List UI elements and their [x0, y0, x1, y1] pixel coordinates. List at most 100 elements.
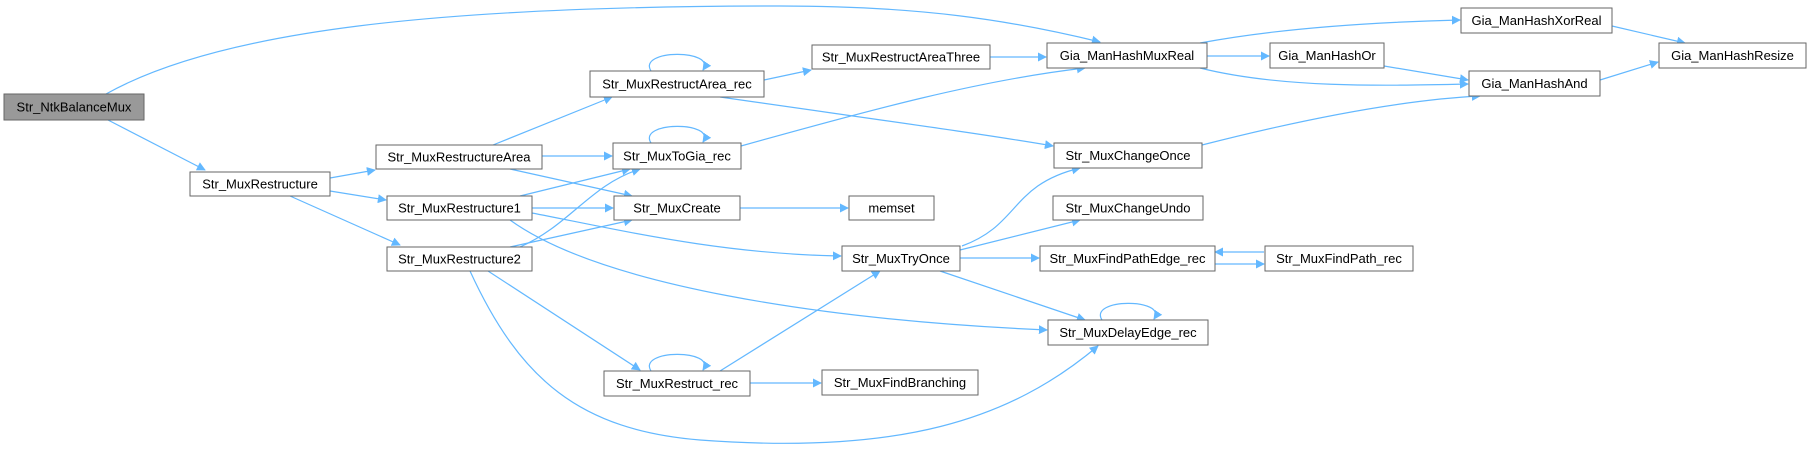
node-label: Str_MuxRestructArea_rec — [602, 77, 752, 92]
edge-restruct-rec-to-restruct-rec — [648, 353, 712, 372]
edge-restructure-area-to-create — [509, 168, 633, 199]
node-hash-mux-real[interactable]: Gia_ManHashMuxReal — [1046, 42, 1208, 69]
node-box[interactable] — [612, 142, 742, 170]
node-hash-resize[interactable]: Gia_ManHashResize — [1658, 42, 1807, 69]
node-change-once[interactable]: Str_MuxChangeOnce — [1053, 142, 1203, 169]
edge-delay-edge-rec-to-delay-edge-rec — [1099, 302, 1163, 321]
edge-layer — [105, 5, 1686, 444]
edge-restructure-to-restructure1 — [329, 190, 387, 204]
node-label: Str_MuxCreate — [633, 201, 720, 216]
edge-change-once-to-hash-and — [1201, 91, 1481, 146]
edge-restructure2-to-delay-edge-rec — [469, 270, 1099, 444]
node-label: Str_MuxRestructAreaThree — [822, 50, 980, 65]
node-delay-edge-rec[interactable]: Str_MuxDelayEdge_rec — [1047, 319, 1209, 346]
node-change-undo[interactable]: Str_MuxChangeUndo — [1052, 195, 1204, 221]
edge-restructure2-to-restruct-rec — [487, 270, 641, 371]
node-layer: Str_NtkBalanceMuxStr_MuxRestructureStr_M… — [3, 7, 1807, 397]
node-box[interactable] — [386, 195, 533, 221]
edge-try-once-to-change-once — [961, 165, 1081, 247]
node-box[interactable] — [375, 144, 543, 170]
node-hash-and[interactable]: Gia_ManHashAnd — [1468, 70, 1601, 97]
node-label: Str_MuxFindBranching — [834, 375, 966, 390]
node-ntk[interactable]: Str_NtkBalanceMux — [3, 93, 145, 121]
edge-restruct-area-rec-to-change-once — [719, 96, 1054, 150]
node-box[interactable] — [1460, 7, 1613, 34]
node-label: Str_MuxRestructure2 — [398, 252, 521, 267]
node-box[interactable] — [613, 195, 741, 221]
node-restructure-area[interactable]: Str_MuxRestructureArea — [375, 144, 543, 170]
edge-hash-and-to-hash-resize — [1599, 60, 1659, 81]
node-find-branching[interactable]: Str_MuxFindBranching — [821, 369, 979, 396]
edge-hash-xor-real-to-hash-resize — [1611, 25, 1686, 46]
node-label: Str_NtkBalanceMux — [17, 100, 132, 115]
node-label: Gia_ManHashXorReal — [1471, 13, 1601, 28]
node-label: Str_MuxChangeOnce — [1065, 148, 1190, 163]
edge-restruct-area-rec-to-restruct-area-rec — [648, 53, 712, 72]
node-box[interactable] — [841, 245, 961, 272]
node-box[interactable] — [848, 195, 935, 221]
node-create[interactable]: Str_MuxCreate — [613, 195, 741, 221]
node-label: Gia_ManHashResize — [1671, 48, 1794, 63]
node-area-three[interactable]: Str_MuxRestructAreaThree — [811, 44, 991, 70]
node-box[interactable] — [1046, 42, 1208, 69]
node-label: Str_MuxRestructureArea — [387, 150, 531, 165]
edge-restructure-area-to-restruct-area-rec — [492, 95, 613, 146]
node-find-path-edge-rec[interactable]: Str_MuxFindPathEdge_rec — [1039, 245, 1216, 272]
node-find-path-rec[interactable]: Str_MuxFindPath_rec — [1264, 245, 1414, 272]
edge-ntk-to-hash-mux-real — [105, 5, 1101, 95]
node-label: Gia_ManHashOr — [1278, 48, 1376, 63]
edge-restructure2-to-create — [509, 217, 633, 248]
node-label: Str_MuxDelayEdge_rec — [1059, 325, 1197, 340]
node-box[interactable] — [821, 369, 979, 396]
node-label: Str_MuxFindPathEdge_rec — [1049, 251, 1206, 266]
edge-restructure1-to-try-once — [531, 212, 842, 261]
node-label: Gia_ManHashAnd — [1481, 76, 1587, 91]
node-box[interactable] — [1264, 245, 1414, 272]
node-label: Str_MuxChangeUndo — [1065, 201, 1190, 216]
edge-ntk-to-restructure — [107, 119, 206, 171]
node-label: Str_MuxRestructure — [202, 177, 318, 192]
node-box[interactable] — [1468, 70, 1601, 97]
edge-to-gia-rec-to-to-gia-rec — [648, 125, 712, 144]
edge-restructure1-to-to-gia-rec — [519, 166, 631, 197]
node-box[interactable] — [811, 44, 991, 70]
node-restruct-area-rec[interactable]: Str_MuxRestructArea_rec — [589, 70, 765, 98]
node-hash-or[interactable]: Gia_ManHashOr — [1269, 42, 1385, 69]
node-box[interactable] — [1039, 245, 1216, 272]
node-restructure1[interactable]: Str_MuxRestructure1 — [386, 195, 533, 221]
node-box[interactable] — [1052, 195, 1204, 221]
node-label: Str_MuxRestruct_rec — [616, 376, 739, 391]
edge-hash-mux-real-to-hash-xor-real — [1199, 15, 1461, 44]
node-restructure[interactable]: Str_MuxRestructure — [189, 171, 331, 197]
node-box[interactable] — [589, 70, 765, 98]
node-label: Str_MuxRestructure1 — [398, 201, 521, 216]
node-restruct-rec[interactable]: Str_MuxRestruct_rec — [603, 370, 751, 397]
node-box[interactable] — [189, 171, 331, 197]
edge-hash-mux-real-to-hash-and — [1199, 67, 1469, 89]
node-restructure2[interactable]: Str_MuxRestructure2 — [386, 246, 533, 272]
node-box[interactable] — [1658, 42, 1807, 69]
edge-hash-or-to-hash-and — [1383, 65, 1469, 84]
edge-restruct-rec-to-try-once — [719, 270, 881, 372]
node-label: Str_MuxFindPath_rec — [1276, 251, 1402, 266]
node-label: memset — [868, 201, 915, 216]
node-label: Gia_ManHashMuxReal — [1060, 48, 1195, 63]
edge-restructure-to-restructure2 — [289, 195, 401, 246]
edge-try-once-to-change-undo — [959, 217, 1081, 251]
node-try-once[interactable]: Str_MuxTryOnce — [841, 245, 961, 272]
node-box[interactable] — [1053, 142, 1203, 169]
edge-restructure2-to-to-gia-rec — [519, 167, 641, 248]
node-box[interactable] — [1047, 319, 1209, 346]
node-box[interactable] — [603, 370, 751, 397]
node-box[interactable] — [386, 246, 533, 272]
edge-restructure1-to-delay-edge-rec — [509, 219, 1048, 335]
edge-restructure-to-restructure-area — [329, 166, 376, 179]
node-memset[interactable]: memset — [848, 195, 935, 221]
node-box[interactable] — [3, 93, 145, 121]
node-label: Str_MuxTryOnce — [852, 251, 950, 266]
node-hash-xor-real[interactable]: Gia_ManHashXorReal — [1460, 7, 1613, 34]
node-box[interactable] — [1269, 42, 1385, 69]
edge-try-once-to-delay-edge-rec — [939, 270, 1086, 322]
node-to-gia-rec[interactable]: Str_MuxToGia_rec — [612, 142, 742, 170]
